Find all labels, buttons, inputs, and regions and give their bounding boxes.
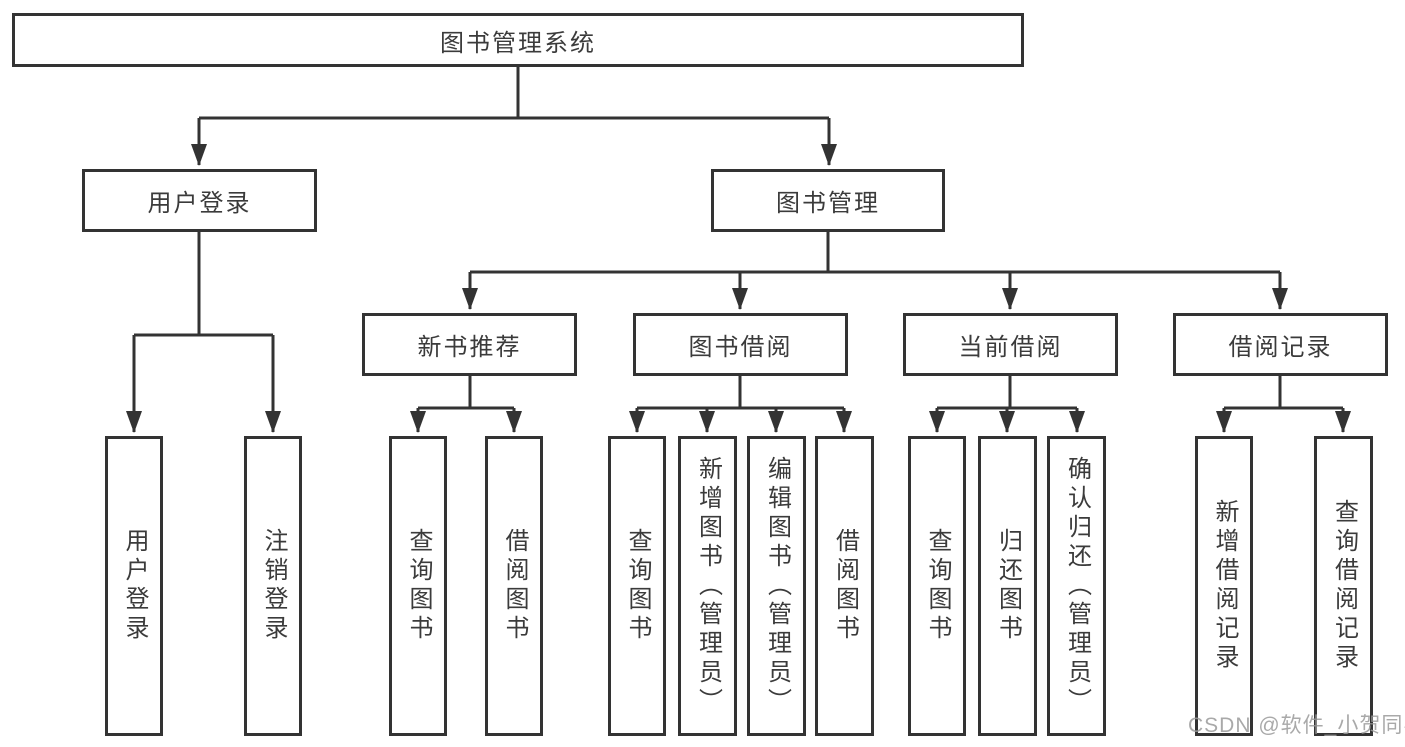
node-borrowing-records: 借阅记录 bbox=[1173, 313, 1388, 376]
leaf-logout: 注销登录 bbox=[244, 436, 302, 736]
leaf-bookborrow-add-books-admin: 新增图书（管理员） bbox=[678, 436, 737, 736]
leaf-user-login: 用户登录 bbox=[105, 436, 163, 736]
node-root-system: 图书管理系统 bbox=[12, 13, 1024, 67]
leaf-current-confirm-return-admin: 确认归还（管理员） bbox=[1047, 436, 1106, 736]
leaf-current-return-books: 归还图书 bbox=[978, 436, 1037, 736]
csdn-watermark: CSDN @软件_小贺同学 bbox=[1188, 714, 1405, 737]
node-current-borrowing: 当前借阅 bbox=[903, 313, 1118, 376]
leaf-bookborrow-query-books: 查询图书 bbox=[608, 436, 666, 736]
node-new-book-recommendation: 新书推荐 bbox=[362, 313, 577, 376]
leaf-record-query-borrow-record: 查询借阅记录 bbox=[1314, 436, 1373, 736]
leaf-newbook-query-books: 查询图书 bbox=[389, 436, 447, 736]
leaf-newbook-borrow-books: 借阅图书 bbox=[485, 436, 543, 736]
node-book-management-branch: 图书管理 bbox=[711, 169, 945, 232]
node-book-borrowing: 图书借阅 bbox=[633, 313, 848, 376]
leaf-record-add-borrow-record: 新增借阅记录 bbox=[1195, 436, 1253, 736]
leaf-bookborrow-borrow-books: 借阅图书 bbox=[815, 436, 874, 736]
node-user-login-branch: 用户登录 bbox=[82, 169, 317, 232]
leaf-bookborrow-edit-books-admin: 编辑图书（管理员） bbox=[747, 436, 806, 736]
leaf-current-query-books: 查询图书 bbox=[908, 436, 966, 736]
